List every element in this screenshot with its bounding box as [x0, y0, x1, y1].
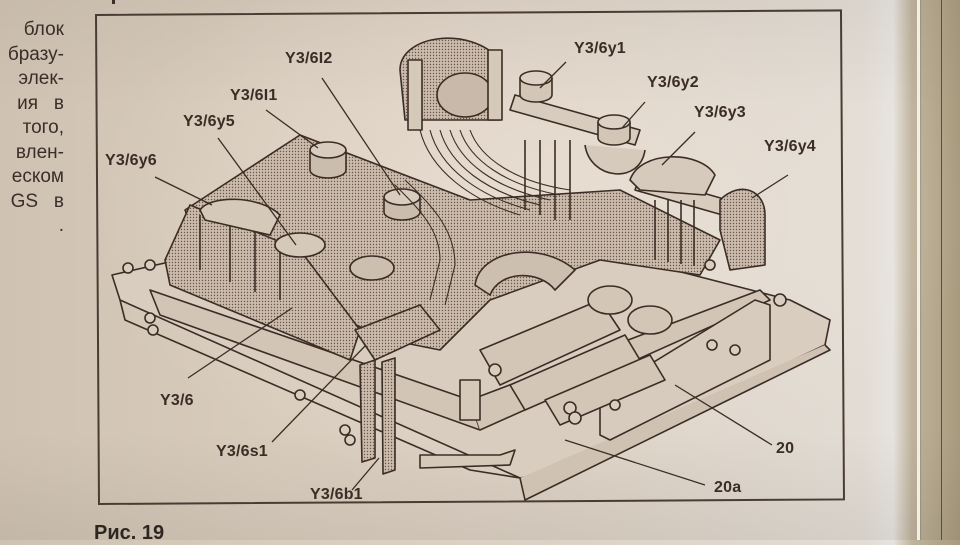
leader-y3-6y1	[539, 61, 567, 89]
solenoid-y6	[199, 198, 281, 236]
callout-y3-6y3: Y3/6y3	[694, 104, 746, 121]
callout-y3-6i1: Y3/6I1	[230, 87, 278, 104]
leader-y3-6y4	[751, 174, 789, 199]
solenoid-y3	[629, 156, 716, 196]
margin-text-line: влен-	[15, 141, 64, 163]
accumulator-cutout	[474, 251, 576, 296]
figure-caption: Рис. 19	[94, 522, 165, 544]
margin-text-line: блок	[23, 19, 64, 40]
leader-y3-6i1	[265, 109, 319, 149]
margin-text-line: того,	[22, 117, 64, 138]
callout-y3-6b1: Y3/6b1	[310, 486, 363, 503]
callout-y3-6: Y3/6	[160, 392, 194, 409]
margin-text-line: ия в	[17, 92, 64, 114]
callout-y3-6y6: Y3/6y6	[105, 152, 157, 169]
margin-text-line: .	[58, 215, 64, 236]
callout-part-20a: 20a	[714, 479, 742, 496]
leader-y3-6b1	[351, 457, 380, 491]
margin-text-line: бразу-	[7, 43, 64, 65]
solenoid-y4	[719, 188, 766, 271]
callout-part-20: 20	[776, 440, 795, 457]
leader-y3-6y3	[661, 131, 696, 166]
leader-y3-6	[187, 307, 293, 379]
y3-6s1-plate	[354, 304, 441, 361]
callout-y3-6y2: Y3/6y2	[647, 74, 699, 91]
margin-text-line: элек-	[18, 68, 64, 89]
callout-y3-6s1: Y3/6s1	[216, 443, 268, 460]
leader-y3-6y2	[621, 101, 646, 129]
y3-6b1-sensor-fins	[359, 357, 396, 475]
page-edge	[917, 0, 920, 540]
bolts	[122, 259, 787, 446]
leader-y3-6i2	[321, 77, 401, 196]
leader-lines	[154, 61, 789, 491]
margin-text-block: блок бразу- элек- ия в того, влен- еском…	[0, 18, 64, 239]
margin-text-line: GS в	[10, 190, 64, 212]
text-fragment-top	[112, 0, 125, 4]
part-20-bracket	[599, 299, 771, 441]
leader-part-20a	[564, 439, 706, 486]
callout-y3-6i2: Y3/6I2	[285, 50, 333, 67]
leader-part-20	[674, 384, 773, 446]
connector-pins	[436, 72, 494, 118]
leader-y3-6y5	[217, 137, 297, 246]
solenoid-y5	[274, 232, 326, 258]
margin-text-line: еском	[11, 166, 64, 187]
base-plate-side	[519, 344, 831, 501]
leader-y3-6y6	[154, 176, 213, 206]
leader-y3-6s1	[271, 344, 367, 443]
callout-y3-6y5: Y3/6y5	[183, 113, 235, 130]
callout-y3-6y1: Y3/6y1	[574, 40, 626, 57]
part-20a-rod	[419, 449, 516, 469]
callout-y3-6y4: Y3/6y4	[764, 138, 816, 155]
ribbon-traces	[394, 129, 571, 306]
page-edge-line	[941, 0, 942, 540]
